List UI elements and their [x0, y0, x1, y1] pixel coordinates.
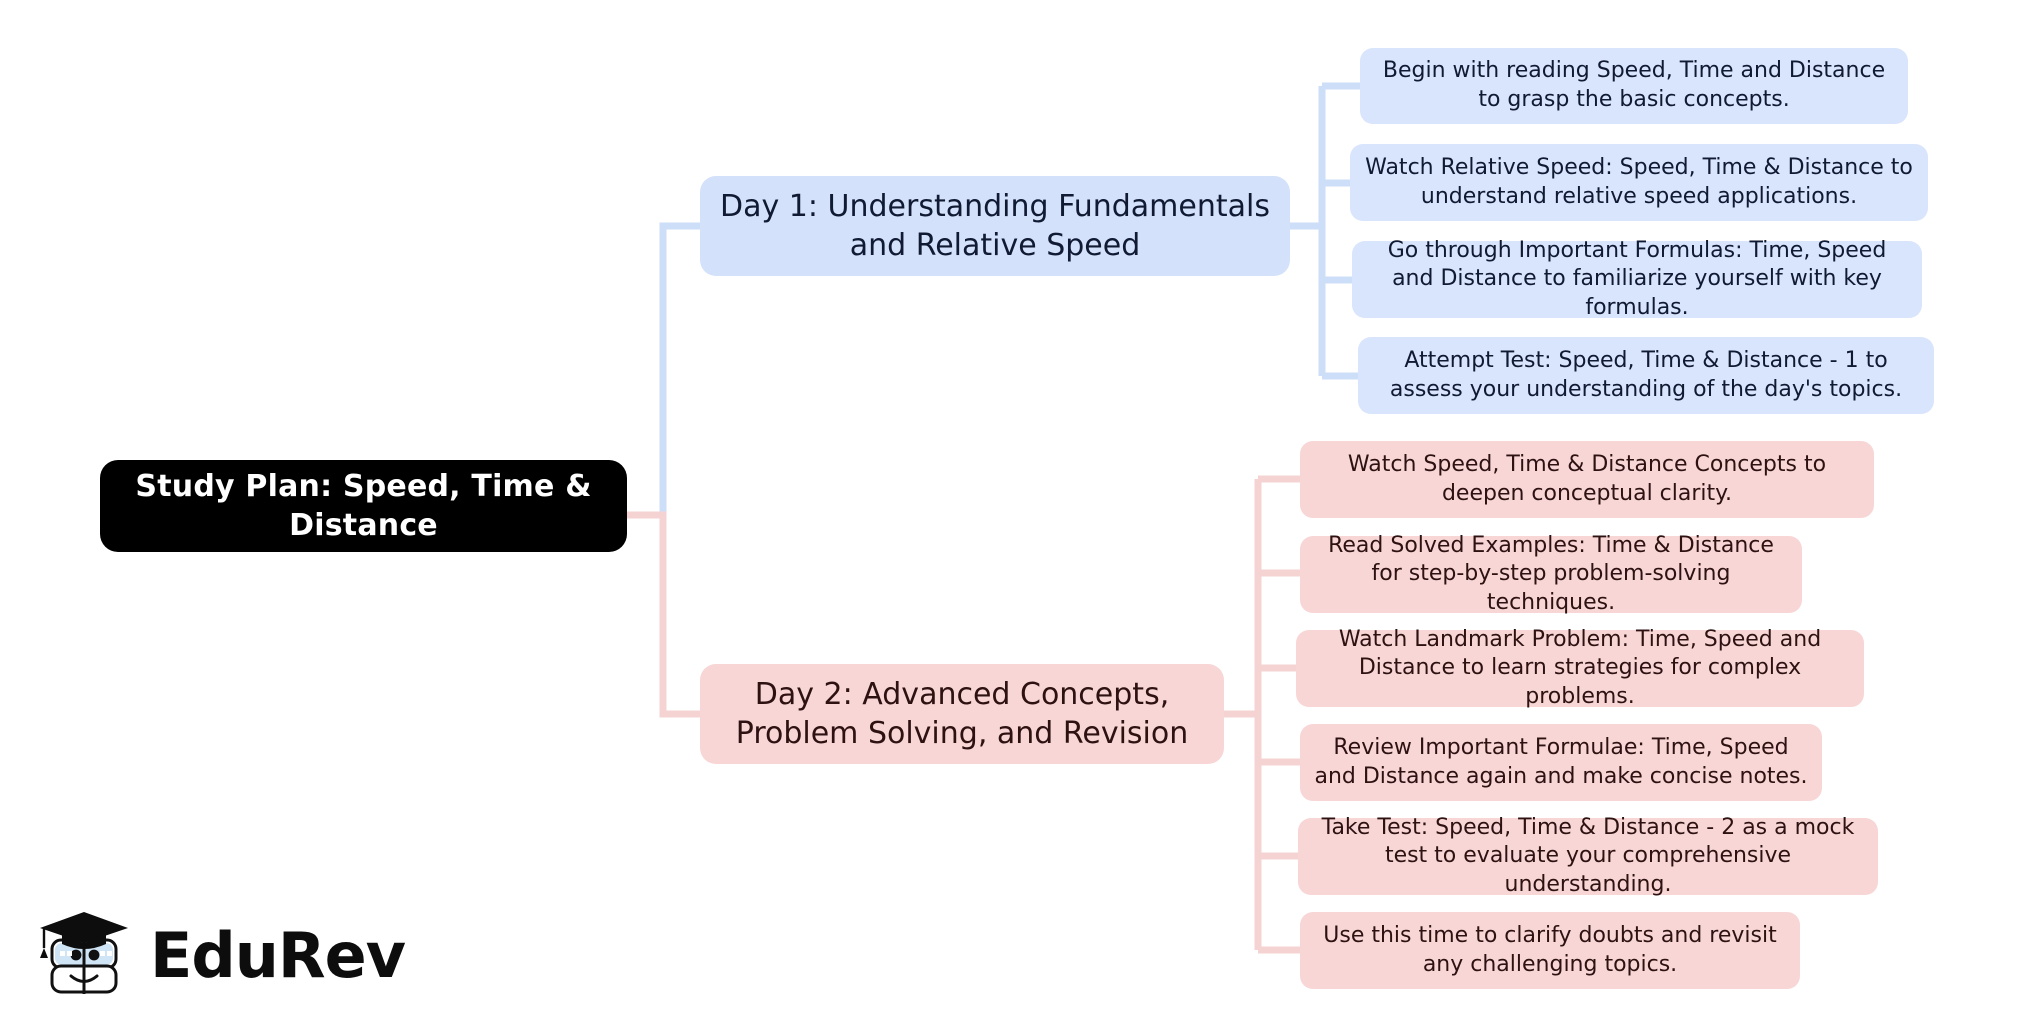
leaf-node-day-2-4[interactable]: Review Important Formulae: Time, Speed a…	[1300, 724, 1822, 801]
leaf-node-day-1-3[interactable]: Go through Important Formulas: Time, Spe…	[1352, 238, 1922, 320]
connector-root-to-day1	[627, 222, 700, 519]
branch-node-day-1-label: Day 1: Understanding Fundamentals and Re…	[720, 189, 1270, 263]
leaf-node-day-1-4-label: Attempt Test: Speed, Time & Distance - 1…	[1389, 347, 1903, 402]
leaf-node-day-2-5-label: Take Test: Speed, Time & Distance - 2 as…	[1321, 814, 1855, 897]
branch-node-day-2-label: Day 2: Advanced Concepts, Problem Solvin…	[735, 677, 1189, 751]
leaf-node-day-1-1-label: Begin with reading Speed, Time and Dista…	[1382, 58, 1886, 112]
root-node-label: Study Plan: Speed, Time & Distance	[135, 469, 592, 543]
leaf-node-day-1-2-label: Watch Relative Speed: Speed, Time & Dist…	[1365, 154, 1913, 209]
leaf-node-day-2-2[interactable]: Read Solved Examples: Time & Distance fo…	[1300, 533, 1802, 615]
leaf-node-day-1-4[interactable]: Attempt Test: Speed, Time & Distance - 1…	[1358, 337, 1934, 414]
leaf-node-day-2-5[interactable]: Take Test: Speed, Time & Distance - 2 as…	[1298, 815, 1878, 897]
branch-node-day-2[interactable]: Day 2: Advanced Concepts, Problem Solvin…	[700, 664, 1224, 764]
leaf-node-day-1-1[interactable]: Begin with reading Speed, Time and Dista…	[1360, 48, 1908, 124]
edurev-mascot-icon	[38, 910, 134, 1002]
leaf-node-day-1-3-label: Go through Important Formulas: Time, Spe…	[1387, 237, 1887, 320]
leaf-node-day-2-3[interactable]: Watch Landmark Problem: Time, Speed and …	[1296, 627, 1864, 709]
leaf-node-day-2-1[interactable]: Watch Speed, Time & Distance Concepts to…	[1300, 441, 1874, 518]
leaf-node-day-1-2[interactable]: Watch Relative Speed: Speed, Time & Dist…	[1350, 144, 1928, 221]
leaf-node-day-2-2-label: Read Solved Examples: Time & Distance fo…	[1328, 532, 1774, 615]
edurev-logo: EduRev	[38, 908, 406, 1004]
leaf-node-day-2-4-label: Review Important Formulae: Time, Speed a…	[1314, 734, 1808, 789]
root-node[interactable]: Study Plan: Speed, Time & Distance	[100, 460, 627, 552]
leaf-node-day-2-6-label: Use this time to clarify doubts and revi…	[1323, 922, 1777, 977]
leaf-node-day-2-1-label: Watch Speed, Time & Distance Concepts to…	[1347, 451, 1827, 506]
branch-node-day-1[interactable]: Day 1: Understanding Fundamentals and Re…	[700, 176, 1290, 276]
edurev-wordmark: EduRev	[150, 919, 406, 992]
leaf-node-day-2-3-label: Watch Landmark Problem: Time, Speed and …	[1338, 626, 1822, 709]
leaf-node-day-2-6[interactable]: Use this time to clarify doubts and revi…	[1300, 912, 1800, 989]
connector-root-to-day2	[627, 511, 700, 718]
